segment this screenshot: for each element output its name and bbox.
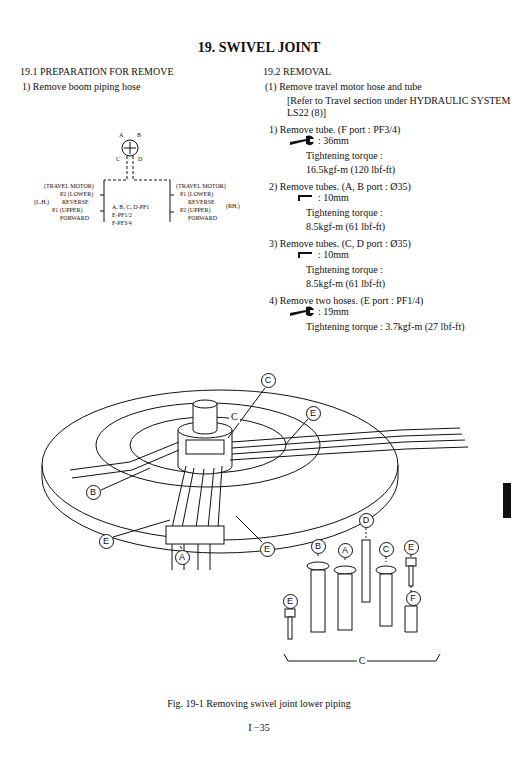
turntable	[42, 390, 398, 553]
figure-caption: Fig. 19-1 Removing swivel joint lower pi…	[167, 698, 351, 710]
step-text: 2) Remove tubes. (A, B port : Ø35)	[269, 181, 411, 193]
callout-circle: B	[311, 539, 326, 554]
schematic-label: (TRAVEL MOTOR)	[44, 183, 94, 190]
callout-letter: E	[264, 545, 270, 554]
callout-circle: A	[338, 543, 353, 558]
wrench-size: : 10mm	[318, 249, 349, 261]
note-text: [Refer to Travel section under HYDRAULIC…	[287, 95, 513, 118]
callout-circle: E	[260, 542, 275, 557]
schematic-label: (L.H.)	[34, 199, 49, 206]
wrench-size: : 19mm	[318, 306, 349, 318]
callout-circle: A	[175, 550, 190, 565]
section-heading: 19.1 PREPARATION FOR REMOVE	[20, 66, 174, 78]
step-text: (1) Remove travel motor hose and tube	[265, 81, 422, 93]
port-letter: C	[116, 156, 120, 163]
swivel-joint	[178, 400, 232, 474]
callout-letter: B	[90, 488, 96, 497]
port-letter: B	[137, 132, 141, 139]
callout-circle: F	[406, 591, 421, 606]
step-text: 1) Remove boom piping hose	[22, 81, 140, 93]
section-heading: 19.2 REMOVAL	[263, 66, 331, 78]
callout-letter: A	[179, 553, 185, 562]
port-letter: A	[119, 132, 123, 139]
schematic-label: P2 (UPPER)	[180, 207, 211, 214]
callout-circle: E	[306, 406, 321, 421]
callout-letter: C	[383, 545, 390, 554]
torque-value: 8.5kgf-m (61 lbf-ft)	[306, 221, 385, 233]
port-letter: D	[138, 156, 142, 163]
torque-text: Tightening torque :	[306, 150, 383, 162]
callout-letter: A	[342, 546, 348, 555]
callout-letter: F	[410, 594, 416, 603]
wrench-size: : 36mm	[318, 135, 349, 147]
callout-circle: C	[261, 373, 276, 388]
schematic-label: P1 (LOWER)	[180, 191, 213, 198]
step-text: 4) Remove two hoses. (E port : PF1/4)	[269, 295, 423, 307]
port-spec: E-PF1/2	[112, 212, 132, 219]
torque-text: Tightening torque :	[306, 207, 383, 219]
port-spec: F-PF3/4	[112, 220, 132, 227]
schematic-label: (TRAVEL MOTOR)	[176, 183, 226, 190]
step-text: 1) Remove tube. (F port : PF3/4)	[269, 124, 400, 136]
callout-letter: B	[315, 542, 321, 551]
step-text: 3) Remove tubes. (C, D port : Ø35)	[269, 238, 411, 250]
torque-text: Tightening torque :	[306, 264, 383, 276]
callout-circle: E	[404, 540, 419, 555]
schematic-label: P2 (LOWER)	[60, 191, 93, 198]
callout-letter: C	[265, 376, 272, 385]
callout-circle: E	[283, 594, 298, 609]
part-letter: C	[229, 411, 240, 423]
callout-circle: E	[99, 534, 114, 549]
page-title: 19. SWIVEL JOINT	[198, 40, 321, 56]
page-number: I −35	[246, 722, 271, 734]
port-spec: A, B, C, D-PF1	[112, 204, 149, 211]
wrench-size: : 10mm	[318, 192, 349, 204]
schematic-label: (RH.)	[226, 203, 240, 210]
torque-value: 8.5kgf-m (61 lbf-ft)	[306, 278, 385, 290]
group-label: C	[357, 655, 368, 667]
callout-letter: E	[287, 597, 293, 606]
callout-letter: E	[103, 537, 109, 546]
schematic-label: FORWARD	[188, 215, 217, 222]
callout-circle: C	[379, 542, 394, 557]
exploded-parts	[285, 528, 417, 639]
piping	[70, 428, 468, 570]
callout-circle: D	[359, 513, 374, 528]
callout-letter: E	[408, 543, 414, 552]
schematic-label: REVERSE	[188, 199, 215, 206]
section-tab	[503, 483, 511, 518]
torque-text: Tightening torque : 3.7kgf-m (27 lbf-ft)	[306, 321, 465, 333]
schematic-label: REVERSE	[62, 199, 89, 206]
torque-value: 16.5kgf-m (120 lbf-ft)	[306, 164, 395, 176]
schematic-label: P1 (UPPER)	[52, 207, 83, 214]
leader-line	[101, 388, 308, 549]
schematic-label: FORWARD	[60, 215, 89, 222]
callout-letter: D	[363, 516, 370, 525]
port-schematic	[100, 140, 174, 222]
callout-circle: B	[86, 485, 101, 500]
callout-letter: E	[310, 409, 316, 418]
